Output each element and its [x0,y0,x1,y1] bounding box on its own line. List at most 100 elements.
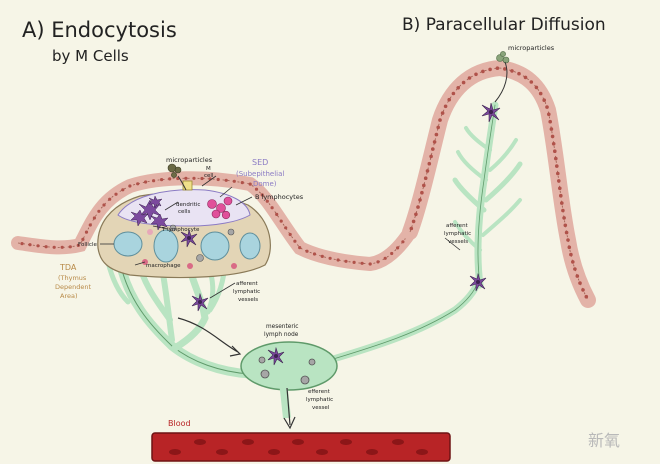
svg-text:Area): Area) [60,292,78,300]
section-a-subtitle: by M Cells [52,47,129,65]
epithelial-nucleus [160,178,164,182]
epithelial-nucleus [305,249,309,253]
epithelial-nucleus [320,254,324,258]
red-blood-cell [292,439,304,445]
red-blood-cell [216,449,228,455]
epithelial-nucleus [423,176,428,180]
epithelial-nucleus [409,226,414,231]
svg-text:afferent: afferent [446,223,469,229]
svg-text:Dependent: Dependent [55,283,91,291]
epithelial-nucleus [549,127,554,131]
epithelial-nucleus [573,267,577,271]
svg-text:vessels: vessels [448,239,468,245]
label-tda: TDA (Thymus Dependent Area) [55,263,91,300]
epithelial-nucleus [440,111,445,115]
epithelial-nucleus [36,244,40,248]
red-blood-cell [392,439,404,445]
svg-text:afferent: afferent [236,281,259,287]
epithelial-nucleus [396,246,400,250]
epithelial-nucleus [416,205,420,209]
red-blood-cell [316,449,328,455]
epithelial-nuclei-b [409,66,589,299]
b-lymphocytes [207,196,233,220]
epithelial-nucleus [128,184,132,188]
epithelial-nucleus [542,98,546,102]
svg-text:TDA: TDA [59,263,77,272]
epithelial-nucleus [566,238,570,242]
epithelial-nucleus [474,72,478,77]
epithelial-nucleus [420,190,424,195]
epithelial-nucleus [495,66,500,70]
svg-text:mesenteric: mesenteric [266,324,299,330]
epithelial-nucleus [200,176,204,181]
epithelial-nucleus [557,179,561,183]
label-sed-1: SED [252,158,268,167]
epithelial-nucleus [102,203,106,207]
epithelial-nucleus [265,199,269,203]
epithelial-nucleus [144,180,148,184]
epithelial-nucleus [461,80,466,85]
label-follicle: Follicle [78,242,97,248]
epithelial-nucleus [467,76,472,80]
epithelial-nucleus [152,179,156,183]
epithelial-nucleus [411,219,416,224]
epithelial-nucleus [383,256,387,260]
epithelial-nucleus [545,105,549,109]
epithelial-nucleus [136,182,140,186]
red-blood-cell [366,449,378,455]
epithelial-nucleus [547,112,551,117]
epithelial-nucleus [28,243,32,247]
epithelial-nucleus [418,198,422,202]
microparticles-icon [496,51,510,64]
svg-text:lymphatic: lymphatic [306,397,333,403]
epithelial-nucleus [248,182,252,186]
epithelial-nucleus [328,256,332,260]
epithelial-nucleus [84,230,89,234]
epithelial-nucleus [184,176,188,180]
epithelial-nuclei [20,176,410,266]
epithelial-nucleus [436,125,441,130]
epithelium-a [11,171,417,272]
dendritic-cell-icon [191,292,209,312]
epithelial-nucleus [427,161,432,166]
epithelial-nucleus [312,252,317,256]
epithelial-nucleus [562,216,566,220]
peyers-patch [97,180,271,312]
red-blood-cell [268,449,280,455]
epithelial-nucleus [168,177,172,181]
red-blood-cell [242,439,254,445]
epithelial-nucleus [284,226,288,230]
epithelial-nucleus [559,193,563,198]
epithelial-nucleus [114,192,118,196]
epithelial-nucleus [336,258,340,262]
epithelial-nucleus [554,156,558,161]
epithelial-nucleus [92,216,96,220]
lymphatic-network-b [452,101,523,289]
epithelial-nucleus [517,71,521,76]
leader-lines [100,175,461,299]
label-mesenteric-node: mesenteric lymph node [264,324,299,338]
epithelial-nucleus [121,188,125,192]
epithelial-nucleus [390,251,394,256]
epithelial-nucleus [425,169,430,173]
epithelial-nucleus [488,67,492,72]
epithelial-nucleus [556,171,560,176]
epithelial-nucleus [563,223,568,228]
epithelial-nucleus [298,246,302,250]
blood-vessel [151,432,451,462]
label-microparticles-b: microparticles [508,44,555,52]
section-a-title: A) Endocytosis [22,18,177,42]
epithelial-nucleus [414,212,418,217]
epithelial-nucleus [569,252,573,257]
epithelial-nucleus [68,245,72,249]
blood-cells [169,439,428,455]
epithelial-nucleus [431,147,435,151]
epithelium-b [402,59,596,308]
red-blood-cell [169,449,181,455]
label-afferent-a: afferent lymphatic vessels [233,281,260,303]
epithelial-nucleus [376,260,380,264]
label-m-cell-2: cell [204,173,214,179]
epithelial-nucleus [422,183,426,188]
watermark: 新氧 [588,431,620,450]
m-cell [182,180,193,191]
